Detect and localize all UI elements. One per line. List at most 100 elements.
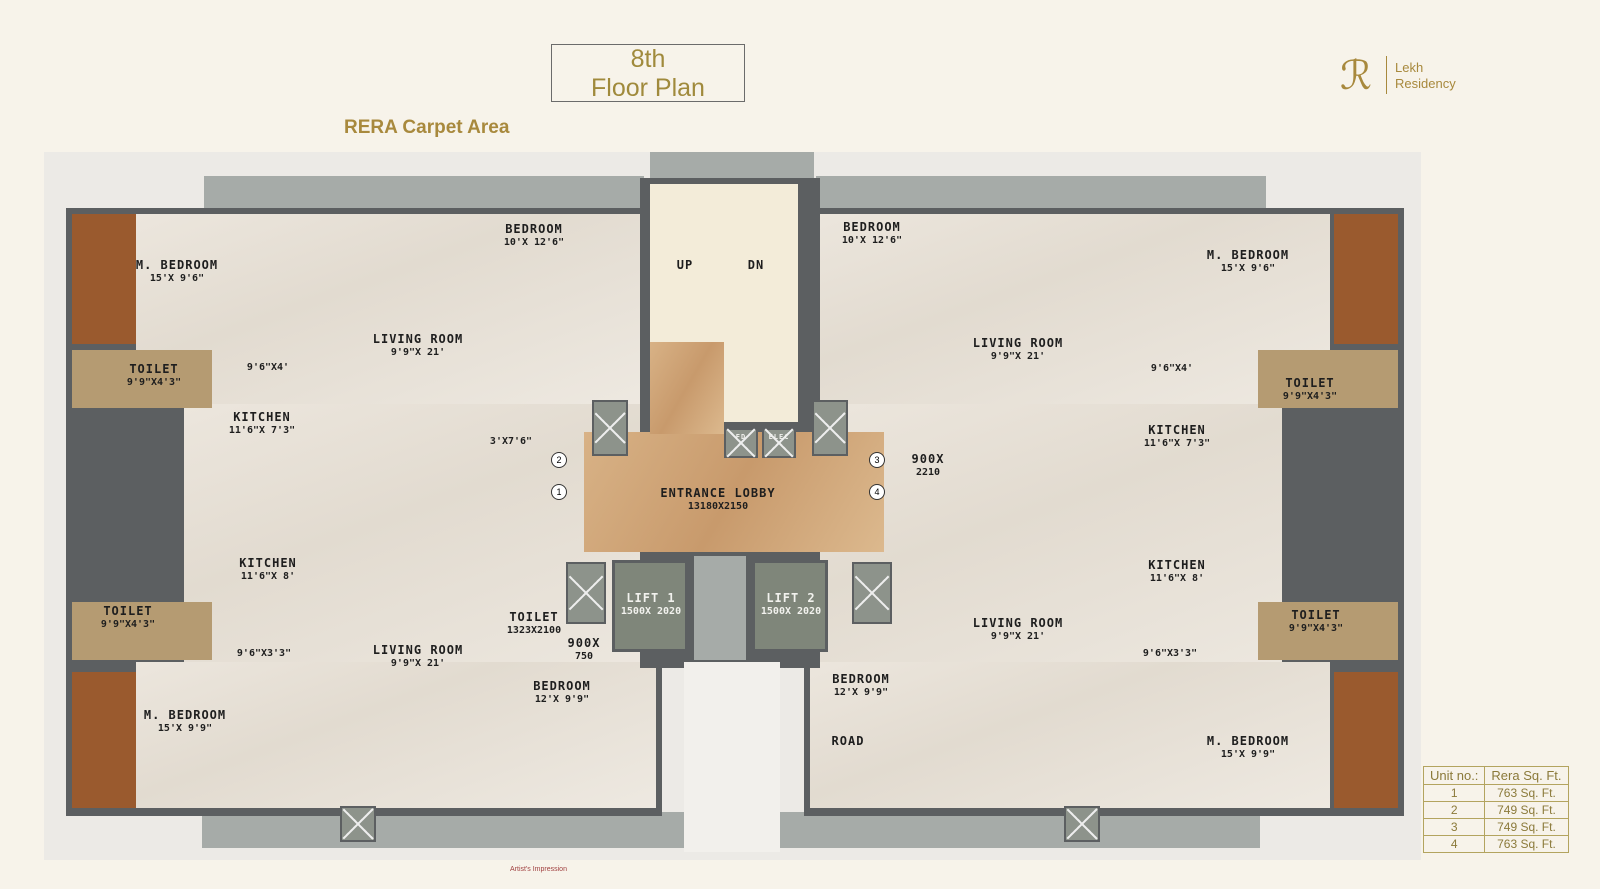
- duct-shaft: [812, 400, 848, 456]
- room-label: 9'6"X3'3": [1143, 647, 1197, 661]
- duct-shaft: [566, 562, 606, 624]
- floor-area: [136, 214, 656, 404]
- room-name: UP: [676, 258, 694, 272]
- room-size: 1500X 2020: [620, 606, 682, 617]
- room-size: 15'X 9'6": [149, 273, 205, 284]
- room-name: LIFT 2: [766, 591, 816, 605]
- room-size: 1500X 2020: [760, 606, 822, 617]
- room-size: 9'9"X 21': [390, 347, 446, 358]
- shaft: [1064, 806, 1100, 842]
- room-size: 9'6"X3'3": [1142, 648, 1198, 659]
- floor-area: [136, 662, 656, 808]
- room-name: LIVING ROOM: [372, 332, 464, 346]
- room-size: 11'6"X 8': [240, 571, 296, 582]
- room-size: 13180X2150: [687, 501, 749, 512]
- room-size: 9'9"X 21': [990, 631, 1046, 642]
- room-size: 9'9"X 21': [390, 658, 446, 669]
- ledge: [202, 812, 688, 848]
- brand-name: Lekh Residency: [1395, 60, 1456, 91]
- lift-2: [752, 560, 828, 652]
- room-name: DN: [747, 258, 765, 272]
- ledge: [816, 176, 1266, 208]
- room-name: 900X: [567, 636, 601, 650]
- room-name: M. BEDROOM: [1206, 734, 1290, 748]
- title-line2: Floor Plan: [591, 74, 705, 102]
- artist-impression-note: Artist's Impression: [510, 866, 567, 873]
- header-area: Rera Sq. Ft.: [1484, 766, 1569, 785]
- unit-marker-3: 3: [869, 452, 885, 468]
- room-size: 15'X 9'9": [157, 723, 213, 734]
- lift-lobby-shaft: [694, 556, 746, 660]
- room-size: 10'X 12'6": [841, 235, 903, 246]
- unit-marker-4: 4: [869, 484, 885, 500]
- duct-shaft: [852, 562, 892, 624]
- lift-1: [612, 560, 688, 652]
- room-label: 3'X7'6": [490, 435, 532, 449]
- room-label: FD: [736, 430, 746, 444]
- room-size: 9'9"X4'3": [126, 377, 182, 388]
- balcony: [72, 214, 136, 344]
- room-name: TOILET: [103, 604, 153, 618]
- room-size: 9'9"X4'3": [100, 619, 156, 630]
- balcony: [72, 672, 136, 808]
- room-label: UP: [677, 258, 693, 272]
- room-name: TOILET: [129, 362, 179, 376]
- toilet-floor: [72, 602, 212, 660]
- room-name: BEDROOM: [843, 220, 901, 234]
- room-name: LIVING ROOM: [972, 616, 1064, 630]
- room-size: 1323X2100: [506, 625, 562, 636]
- floor-plan-title: 8th Floor Plan: [551, 44, 745, 102]
- ledge: [650, 152, 814, 180]
- room-size: 9'9"X4'3": [1288, 623, 1344, 634]
- room-name: M. BEDROOM: [135, 258, 219, 272]
- room-name: TOILET: [1291, 608, 1341, 622]
- room-name: ELEC: [768, 433, 790, 441]
- elec-shaft: [762, 428, 796, 458]
- room-name: BEDROOM: [832, 672, 890, 686]
- balcony: [1334, 672, 1398, 808]
- room-size: 12'X 9'9": [534, 694, 590, 705]
- stair-landing: [650, 342, 724, 434]
- logo-divider: [1386, 56, 1387, 94]
- header-unit: Unit no.:: [1422, 766, 1486, 785]
- room-label: 9'6"X4': [247, 361, 289, 375]
- toilet-floor: [72, 350, 212, 408]
- room-size: 11'6"X 8': [1149, 573, 1205, 584]
- room-size: 11'6"X 7'3": [228, 425, 296, 436]
- room-name: 900X: [911, 452, 945, 466]
- fire-duct-shaft: [724, 428, 758, 458]
- room-size: 9'6"X3'3": [236, 648, 292, 659]
- room-size: 15'X 9'9": [1220, 749, 1276, 760]
- room-name: M. BEDROOM: [143, 708, 227, 722]
- ledge: [780, 812, 1260, 848]
- balcony: [1334, 214, 1398, 344]
- room-size: 9'6"X4': [1150, 363, 1194, 374]
- floor-area: [810, 662, 1330, 808]
- room-name: TOILET: [1285, 376, 1335, 390]
- room-size: 11'6"X 7'3": [1143, 438, 1211, 449]
- toilet-floor: [1258, 602, 1398, 660]
- toilet-floor: [1258, 350, 1398, 408]
- room-name: KITCHEN: [1148, 423, 1206, 437]
- room-size: 9'6"X4': [246, 362, 290, 373]
- room-name: ROAD: [831, 734, 865, 748]
- room-name: BEDROOM: [505, 222, 563, 236]
- ledge: [204, 176, 644, 208]
